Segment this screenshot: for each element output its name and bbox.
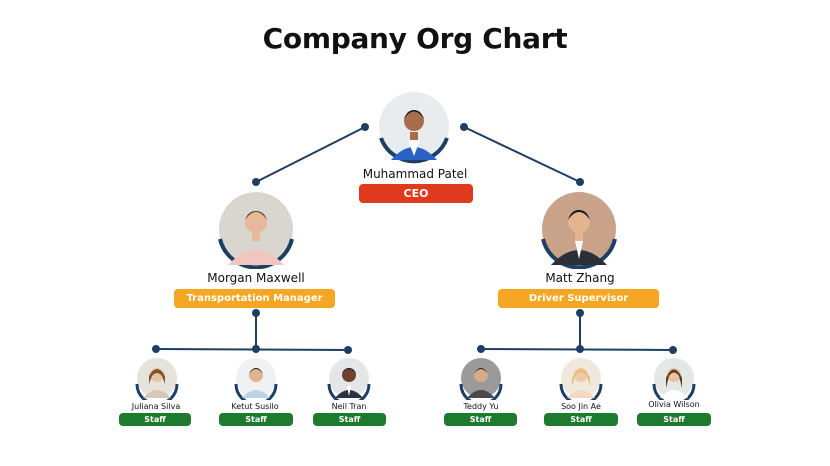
staff-name: Olivia Wilson (648, 400, 700, 409)
manager-name: Morgan Maxwell (207, 271, 305, 285)
connector-dot (252, 345, 260, 353)
staff-name: Juliana Silva (131, 402, 181, 411)
ceo-role-badge: CEO (359, 184, 473, 203)
staff-avatar (327, 358, 371, 400)
connector-left-horizontal (155, 348, 349, 351)
connector-dot (344, 346, 352, 354)
staff-role-badge: Staff (444, 413, 517, 426)
connector-dot (361, 123, 369, 131)
ceo-avatar (379, 92, 449, 164)
manager-avatar (541, 192, 617, 269)
connector-dot (477, 345, 485, 353)
staff-avatar (135, 358, 179, 400)
connector-dot (576, 345, 584, 353)
staff-role-badge: Staff (119, 413, 191, 426)
connector-dot (152, 345, 160, 353)
staff-name: Soo Jin Ae (561, 402, 601, 411)
connector-dot (252, 178, 260, 186)
connector-dot (460, 123, 468, 131)
connector-ceo-left (255, 126, 366, 183)
manager-name: Matt Zhang (545, 271, 615, 285)
staff-avatar (459, 358, 503, 400)
connector-ceo-right (463, 126, 581, 183)
staff-role-badge: Staff (313, 413, 386, 426)
staff-avatar (234, 358, 278, 400)
connector-dot (576, 309, 584, 317)
ceo-name: Muhammad Patel (362, 167, 468, 181)
connector-dot (669, 346, 677, 354)
staff-avatar (559, 358, 603, 400)
connector-dot (252, 309, 260, 317)
connector-dot (576, 178, 584, 186)
staff-role-badge: Staff (544, 413, 618, 426)
manager-role-badge: Driver Supervisor (498, 289, 659, 308)
manager-role-badge: Transportation Manager (174, 289, 335, 308)
page-title: Company Org Chart (262, 22, 568, 55)
staff-role-badge: Staff (219, 413, 293, 426)
staff-avatar (652, 358, 696, 400)
staff-name: Ketut Susilo (231, 402, 279, 411)
staff-name: Teddy Yu (463, 402, 499, 411)
manager-avatar (218, 192, 294, 269)
staff-role-badge: Staff (637, 413, 711, 426)
staff-name: Neil Tran (331, 402, 367, 411)
